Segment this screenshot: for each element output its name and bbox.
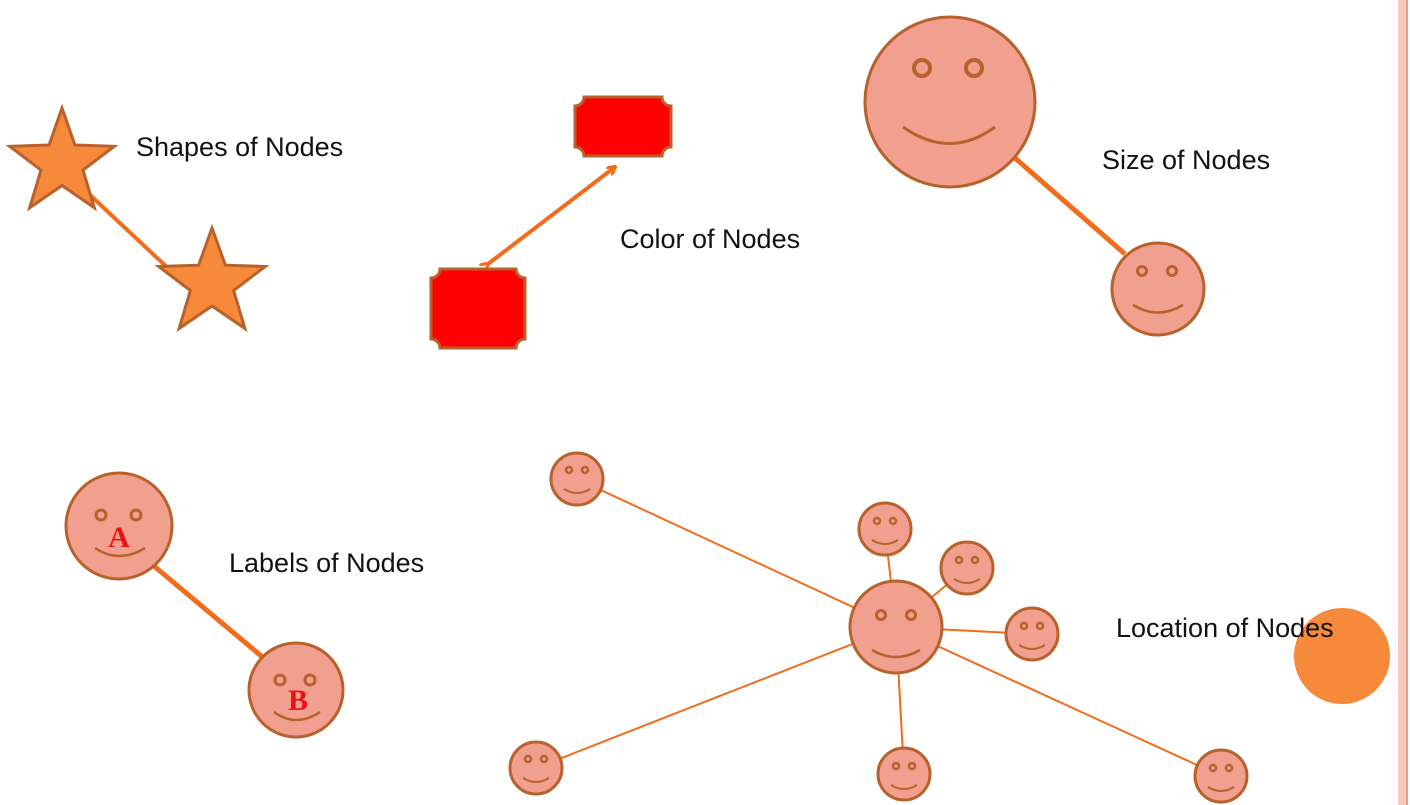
caption-shapes-of-nodes: Shapes of Nodes xyxy=(136,132,344,162)
location-edge-1 xyxy=(576,478,897,628)
shapes-edge xyxy=(88,193,172,272)
location-marker-dot xyxy=(1294,608,1390,704)
location-leaf-node-3 xyxy=(939,540,995,596)
location-leaf-node-6 xyxy=(876,746,932,802)
caption-color-of-nodes: Color of Nodes xyxy=(620,224,801,254)
star-node-2 xyxy=(154,223,270,333)
location-leaf-node-4 xyxy=(1004,606,1060,662)
node-label-a: A xyxy=(108,521,130,554)
red-node-1 xyxy=(573,95,673,158)
caption-labels-of-nodes: Labels of Nodes xyxy=(229,548,425,578)
star-node-1 xyxy=(5,103,119,212)
slide-right-border xyxy=(1398,0,1406,805)
location-edge-7 xyxy=(895,626,1222,777)
location-edge-5 xyxy=(535,626,897,769)
slide-right-border-line xyxy=(1406,0,1408,805)
location-leaf-node-2 xyxy=(857,501,913,557)
small-smiley-node xyxy=(1110,241,1206,337)
red-node-2 xyxy=(429,267,527,350)
caption-size-of-nodes: Size of Nodes xyxy=(1102,145,1271,175)
labeled-node-b xyxy=(247,641,345,739)
caption-location-of-nodes: Location of Nodes xyxy=(1116,613,1334,643)
size-edge xyxy=(1006,150,1127,256)
location-leaf-node-5 xyxy=(508,740,564,796)
location-leaf-node-7 xyxy=(1193,748,1249,804)
location-leaf-node-1 xyxy=(549,451,605,507)
labels-edge xyxy=(152,564,268,662)
color-bidirectional-edge xyxy=(488,167,615,264)
location-hub-node xyxy=(848,579,944,675)
large-smiley-node xyxy=(863,15,1037,189)
labeled-node-a xyxy=(64,471,174,581)
node-label-b: B xyxy=(288,684,308,717)
